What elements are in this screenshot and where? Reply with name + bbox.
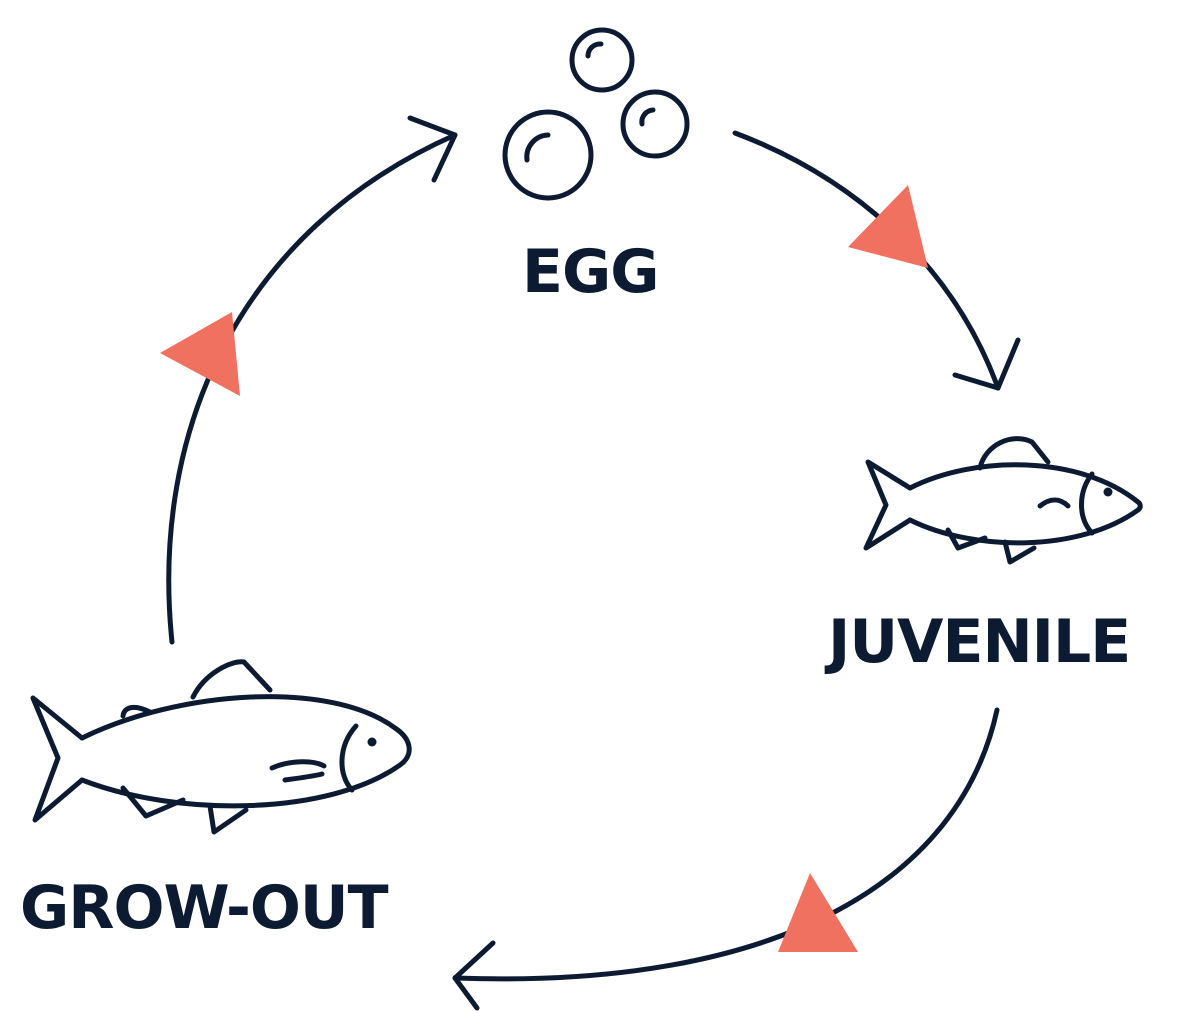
adult-fish-icon (30, 659, 412, 835)
stage-label-grow-out: GROW-OUT (20, 873, 388, 943)
triangle-marker-icon (778, 873, 858, 952)
arc-juvenile-to-grow-out (452, 707, 1000, 1011)
triangle-marker-icon (848, 185, 928, 268)
arc-grow-out-to-egg (160, 115, 458, 645)
triangle-marker-icon (160, 312, 240, 396)
arc-egg-to-juvenile (732, 130, 1021, 391)
arrowhead-icon (952, 337, 1021, 391)
stage-label-egg: EGG (522, 237, 659, 307)
stage-label-juvenile: JUVENILE (828, 607, 1131, 677)
arrowhead-icon (407, 115, 458, 183)
eggs-icon (502, 27, 690, 201)
arrowhead-icon (452, 940, 496, 1011)
juvenile-fish-icon (863, 436, 1143, 565)
